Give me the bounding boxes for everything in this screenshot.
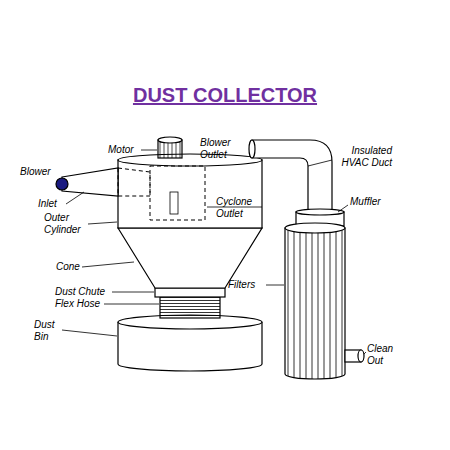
filters — [285, 223, 345, 379]
part-label: Cyclone Outlet — [216, 196, 260, 219]
inlet-hidden — [118, 168, 150, 196]
part-label: Insulated HVAC Duct — [340, 145, 392, 168]
part-label: Inlet — [38, 198, 68, 210]
part-label: Motor — [108, 144, 140, 156]
part-label: Dust Chute — [55, 286, 115, 298]
cyclone-slot — [170, 192, 178, 214]
part-label: Flex Hose — [55, 298, 105, 310]
part-label: Outer Cylinder — [44, 212, 88, 235]
blower-symbol — [56, 178, 68, 190]
part-label: Clean Out — [367, 343, 403, 366]
cyclone-outlet — [150, 166, 205, 220]
motor — [158, 137, 182, 158]
part-label: Dust Bin — [34, 319, 62, 342]
dust-bin — [118, 315, 262, 371]
hvac-duct — [249, 140, 332, 212]
part-label: Blower Outlet — [200, 137, 246, 160]
title: DUST COLLECTOR — [0, 84, 450, 107]
part-label: Filters — [228, 279, 268, 291]
part-label: Muffler — [350, 196, 400, 208]
part-label: Blower — [20, 166, 60, 178]
leader-lines — [62, 150, 366, 354]
inlet-duct — [62, 168, 118, 196]
flex-hose — [160, 296, 220, 318]
clean-out — [345, 350, 364, 362]
outer-cylinder — [118, 154, 262, 228]
dust-chute — [155, 288, 225, 297]
part-label: Cone — [56, 261, 86, 273]
